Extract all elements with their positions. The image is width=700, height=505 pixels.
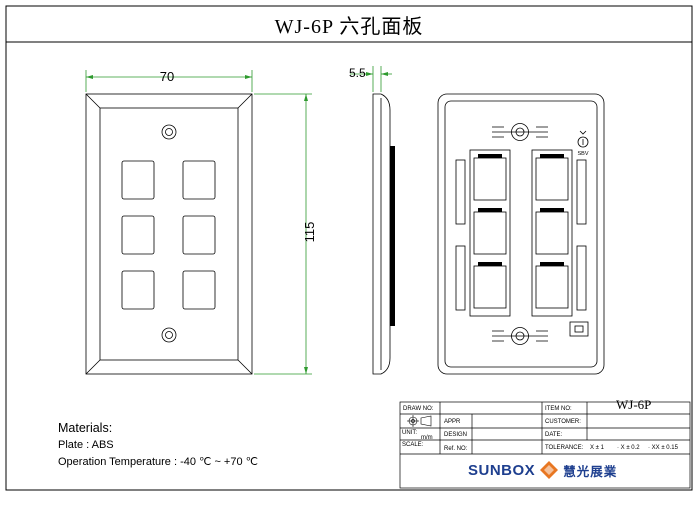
- depth-dimension-label: 5.5: [349, 66, 366, 80]
- front-view: [85, 93, 253, 375]
- brand-diamond-icon: [540, 461, 559, 479]
- tb-item-no: ITEM NO:: [545, 406, 572, 412]
- projection-symbol-icon: [407, 415, 432, 427]
- side-view: [372, 93, 395, 375]
- front-plate-inner: [99, 107, 239, 361]
- front-plate-outline: [85, 93, 253, 375]
- brand-logo: SUNBOX 慧光展業: [468, 460, 617, 480]
- height-dimension-label: 115: [302, 222, 317, 243]
- brand-name: SUNBOX: [468, 461, 536, 479]
- tb-item-value: WJ-6P: [616, 397, 652, 412]
- rear-sbv-label: SBV: [577, 151, 588, 157]
- tb-customer: CUSTOMER:: [545, 419, 581, 425]
- materials-temperature: Operation Temperature : -40 ℃ ~ +70 ℃: [58, 456, 258, 468]
- rear-side-slot: [455, 159, 466, 225]
- tb-tol-3: · XX ± 0.15: [648, 445, 678, 451]
- depth-dimension: [350, 66, 392, 92]
- width-dimension: [85, 70, 253, 92]
- tb-tol-2: · X ± 0.2: [617, 445, 640, 451]
- rear-plate-outline: [437, 93, 605, 375]
- port-opening: [182, 215, 216, 255]
- port-opening: [182, 270, 216, 310]
- page-title: WJ-6P 六孔面板: [274, 15, 424, 38]
- rear-bottom-screw: [511, 327, 529, 345]
- top-screw-hole: [161, 124, 177, 140]
- rear-keystone-column: [469, 149, 511, 317]
- rear-plate-inner: [444, 100, 598, 368]
- tb-date: DATE:: [545, 432, 563, 438]
- port-opening: [182, 160, 216, 200]
- rear-keystone-cell: [473, 211, 507, 255]
- bottom-screw-hole: [161, 327, 177, 343]
- outer-border: [5, 5, 693, 491]
- rear-view: [437, 93, 605, 375]
- brand-chinese-name: 慧光展業: [563, 463, 618, 479]
- rear-keystone-cell: [535, 265, 569, 309]
- title-block: [399, 401, 691, 489]
- tb-unit: UNIT:: [402, 430, 417, 436]
- materials-notes: Materials: Plate : ABS Operation Tempera…: [58, 420, 258, 471]
- rear-keystone-cell: [473, 265, 507, 309]
- side-profile: [372, 93, 391, 375]
- tb-design: DESIGN: [444, 432, 468, 438]
- rear-keystone-cell: [473, 157, 507, 201]
- rear-side-slot: [455, 245, 466, 311]
- tb-draw-no: DRAW NO:: [403, 406, 434, 412]
- side-keystone-depth: [390, 146, 395, 326]
- ground-marker-icon: [577, 136, 589, 148]
- port-opening: [121, 160, 155, 200]
- rear-keystone-cell: [535, 211, 569, 255]
- rear-top-screw: [511, 123, 529, 141]
- tb-ref-no: Ref. NO:: [444, 446, 468, 452]
- phone-jack-icon: [569, 321, 589, 337]
- port-opening: [121, 270, 155, 310]
- height-dimension: [254, 93, 312, 375]
- tb-unit-value: m/m: [421, 435, 433, 441]
- rear-side-slot: [576, 245, 587, 311]
- width-dimension-label: 70: [160, 69, 174, 84]
- rear-side-slot: [576, 159, 587, 225]
- rear-keystone-column: [531, 149, 573, 317]
- materials-heading: Materials:: [58, 421, 113, 435]
- port-opening: [121, 215, 155, 255]
- tb-scale: SCALE:: [402, 442, 424, 448]
- rear-keystone-cell: [535, 157, 569, 201]
- tb-tol-1: X ± 1: [590, 445, 604, 451]
- tb-tolerance: TOLERANCE:: [545, 445, 584, 451]
- materials-plate: Plate : ABS: [58, 439, 114, 451]
- tb-appr: APPR: [444, 419, 461, 425]
